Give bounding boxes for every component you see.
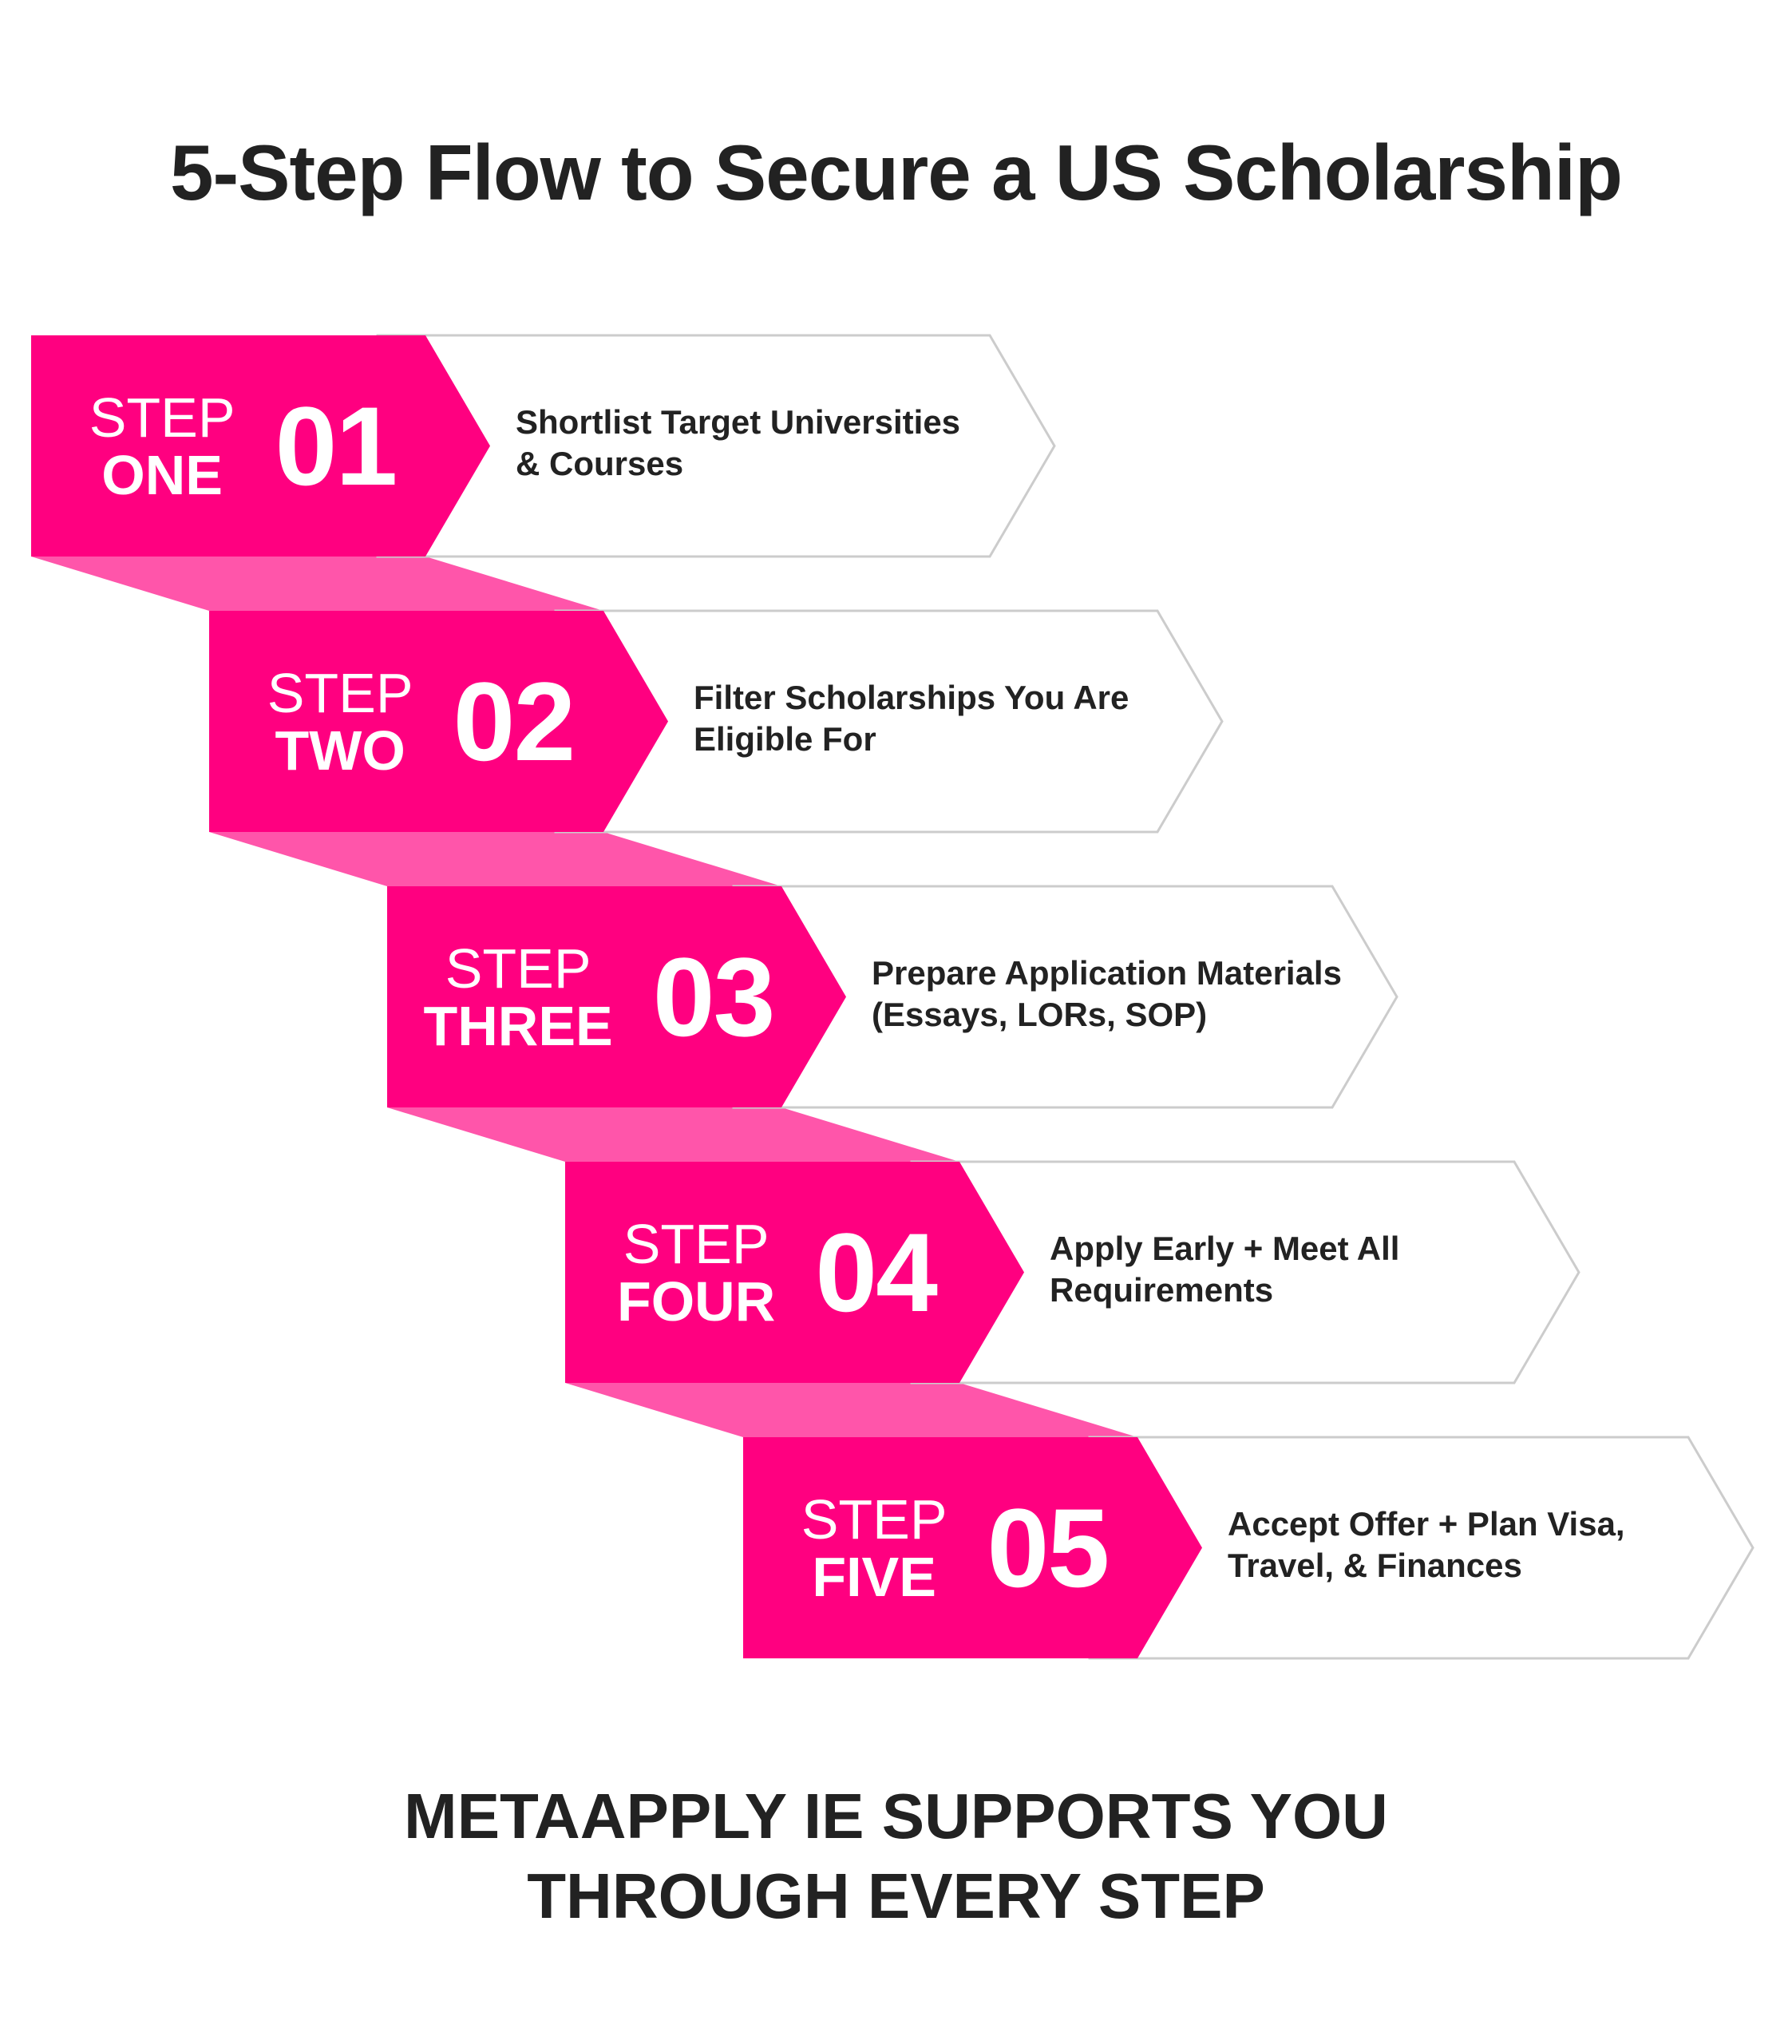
step-badge-arrow [209, 611, 668, 832]
step-label: STEP ONE [89, 389, 235, 504]
step-connector [31, 557, 603, 611]
step-word: STEP [89, 386, 235, 449]
step-word: STEP [445, 937, 591, 1000]
step-description: Shortlist Target Universities& Courses [516, 402, 960, 485]
step-badge: STEP ONE 01 [3, 335, 482, 557]
footer-line-1: METAAPPLY IE SUPPORTS YOU [404, 1781, 1388, 1852]
step-badge-arrow [387, 886, 846, 1107]
step-connector [565, 1383, 1137, 1437]
step-description-line: Shortlist Target Universities [516, 402, 961, 441]
step-connector [209, 832, 781, 886]
step-connector [387, 1107, 959, 1162]
step-number: 01 [275, 382, 398, 509]
step-badge: STEP FIVE 05 [715, 1437, 1194, 1658]
step-description-line: & Courses [516, 444, 684, 482]
step-description-line: (Essays, LORs, SOP) [872, 995, 1208, 1033]
step-number: 04 [815, 1209, 938, 1335]
step-number: 03 [652, 933, 776, 1060]
footer-tagline: METAAPPLY IE SUPPORTS YOU THROUGH EVERY … [0, 1777, 1792, 1936]
step-label: STEP FOUR [617, 1215, 775, 1330]
step-label: STEP THREE [424, 940, 613, 1055]
step-badge-arrow [743, 1437, 1202, 1658]
step-description: Accept Offer + Plan Visa,Travel, & Finan… [1228, 1503, 1625, 1586]
step-ordinal: THREE [423, 994, 613, 1057]
step-label: STEP TWO [267, 664, 413, 779]
step-number: 05 [987, 1484, 1110, 1610]
step-badge: STEP THREE 03 [359, 886, 838, 1107]
step-badge: STEP FOUR 04 [537, 1162, 1016, 1383]
step-description: Prepare Application Materials(Essays, LO… [872, 953, 1342, 1036]
step-description-line: Accept Offer + Plan Visa, [1228, 1504, 1625, 1543]
step-ordinal: ONE [101, 443, 223, 506]
step-ordinal: FIVE [812, 1545, 936, 1608]
page-title: 5-Step Flow to Secure a US Scholarship [170, 129, 1623, 216]
step-description-line: Eligible For [694, 719, 876, 758]
step-description-line: Prepare Application Materials [872, 953, 1342, 992]
step-description-line: Travel, & Finances [1228, 1546, 1522, 1584]
step-badge-arrow [31, 335, 490, 557]
step-description-line: Requirements [1050, 1270, 1274, 1309]
step-ordinal: FOUR [616, 1270, 776, 1333]
step-badge: STEP TWO 02 [181, 611, 660, 832]
step-description-line: Filter Scholarships You Are [694, 678, 1129, 716]
step-badge-arrow [565, 1162, 1024, 1383]
step-label: STEP FIVE [801, 1491, 947, 1606]
step-word: STEP [267, 661, 413, 724]
step-ordinal: TWO [275, 719, 405, 782]
step-description-line: Apply Early + Meet All [1050, 1229, 1400, 1267]
step-number: 02 [453, 658, 576, 784]
step-word: STEP [623, 1212, 769, 1275]
step-word: STEP [801, 1487, 947, 1551]
footer-line-2: THROUGH EVERY STEP [527, 1860, 1265, 1931]
